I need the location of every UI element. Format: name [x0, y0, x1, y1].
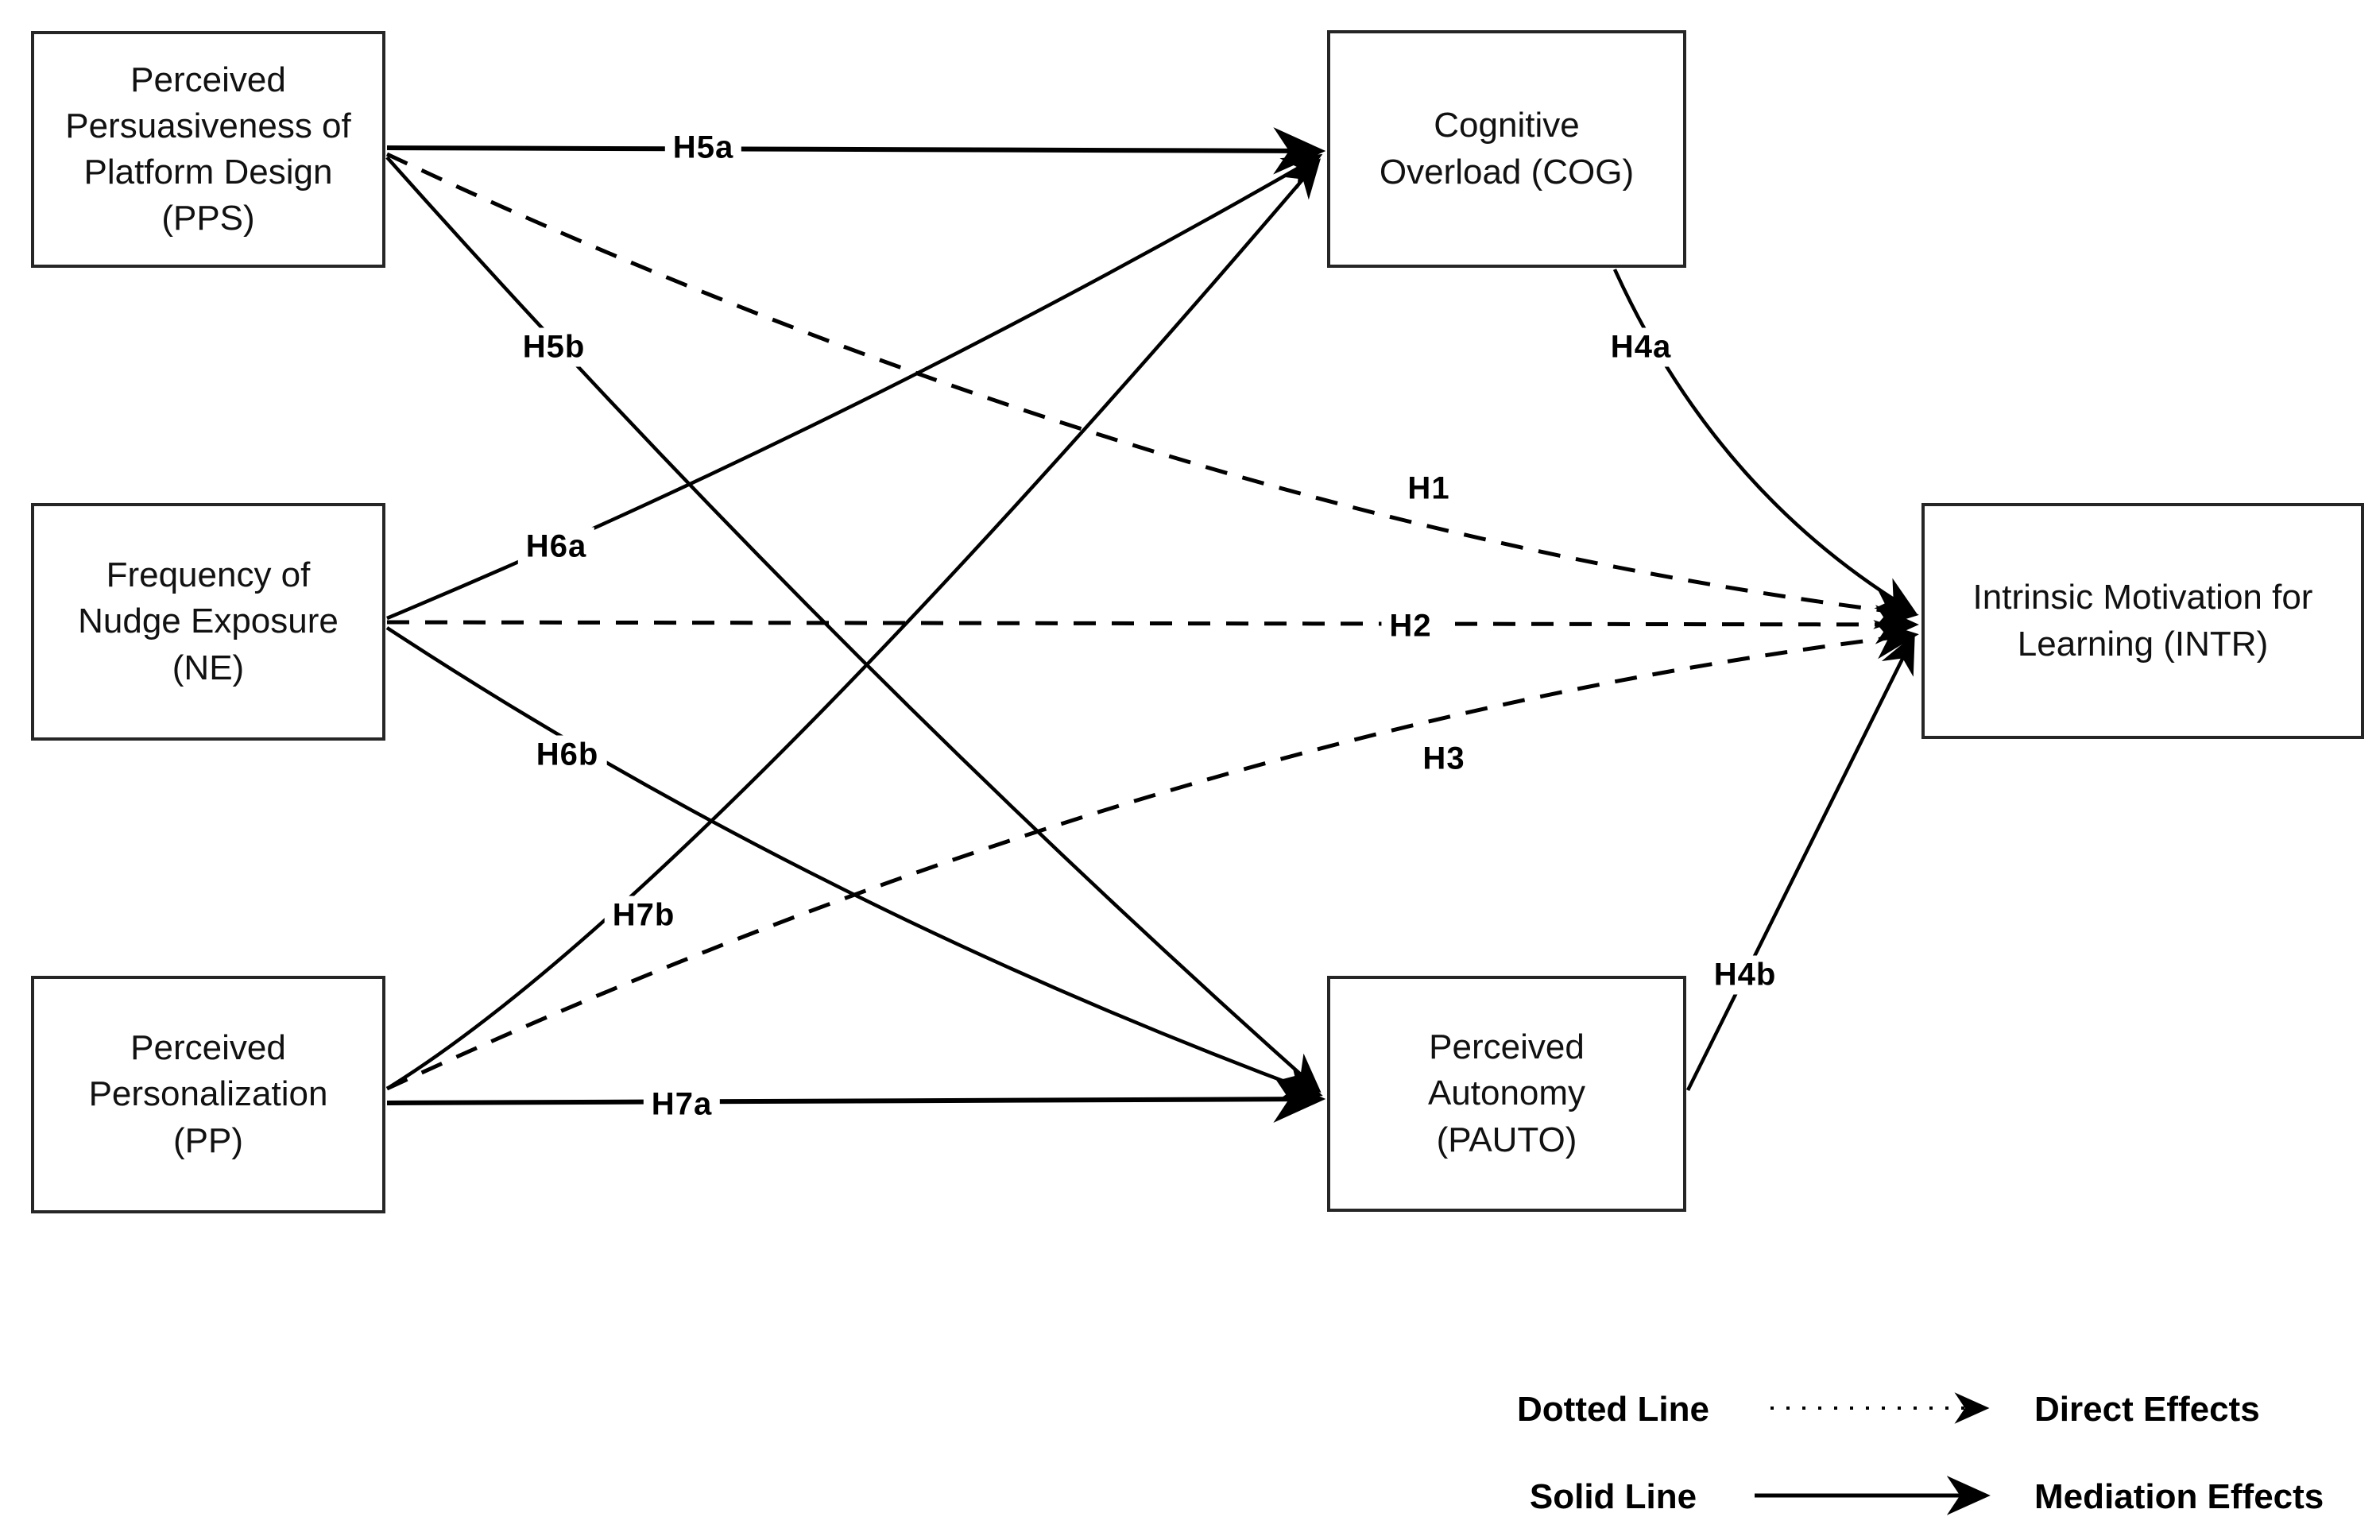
edge-h5a-path — [386, 127, 1326, 175]
edge-label-h3: H3 — [1414, 739, 1473, 779]
edge-label-h7a: H7a — [643, 1085, 721, 1124]
edge-label-h7b: H7b — [604, 896, 683, 935]
edge-label-h6a: H6a — [517, 527, 595, 567]
edge-h7b-path — [385, 158, 1322, 1090]
node-cog: Cognitive Overload (COG) — [1327, 30, 1686, 268]
legend-key-dotted-line: Dotted Line — [1517, 1390, 1709, 1429]
node-pauto: Perceived Autonomy (PAUTO) — [1327, 976, 1686, 1212]
edge-label-h1: H1 — [1399, 469, 1458, 509]
edge-label-h2: H2 — [1381, 606, 1440, 646]
legend-meaning-direct-effects: Direct Effects — [2034, 1390, 2260, 1429]
legend-meaning-mediation-effects: Mediation Effects — [2034, 1477, 2324, 1516]
edge-h4b-path — [1685, 633, 1915, 1092]
node-pp: Perceived Personalization (PP) — [31, 976, 385, 1213]
edge-h5b-path — [385, 156, 1322, 1093]
edge-h1-path — [385, 152, 1919, 629]
edge-label-h4a: H4a — [1602, 327, 1680, 367]
legend-key-solid-line: Solid Line — [1529, 1477, 1697, 1516]
edge-label-h5a: H5a — [664, 128, 742, 168]
edge-h6b-path — [385, 626, 1323, 1099]
node-intr: Intrinsic Motivation for Learning (INTR) — [1921, 503, 2364, 739]
edge-h4a-path — [1612, 269, 1918, 614]
edge-label-h6b: H6b — [528, 735, 607, 775]
node-ne: Frequency of Nudge Exposure (NE) — [31, 503, 385, 741]
edge-h7a-path — [386, 1075, 1326, 1123]
edge-h2-path — [386, 605, 1919, 644]
edge-label-h5b: H5b — [514, 327, 594, 367]
node-pps: Perceived Persuasiveness of Platform Des… — [31, 31, 385, 268]
edge-label-h4b: H4b — [1705, 955, 1785, 995]
